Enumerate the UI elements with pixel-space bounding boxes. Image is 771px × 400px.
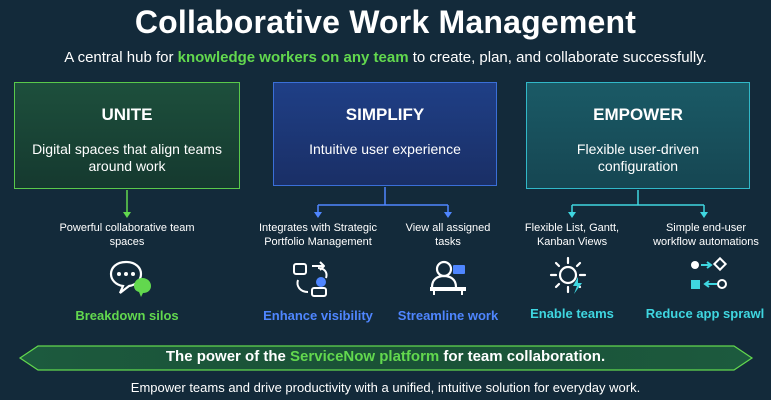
outcome-label: Enhance visibility <box>263 308 373 323</box>
sun-bolt-icon <box>549 256 587 294</box>
pillar-description: Intuitive user experience <box>309 141 461 157</box>
feature-label: Integrates with Strategic Portfolio Mana… <box>258 222 377 248</box>
banner-highlight: ServiceNow platform <box>290 348 440 365</box>
subtitle-post: to create, plan, and collaborate success… <box>408 49 707 66</box>
pillar-empower: EMPOWER Flexible user-driven configurati… <box>526 82 750 189</box>
banner-text: The power of the ServiceNow platform for… <box>0 348 771 365</box>
pillar-heading: EMPOWER <box>593 105 683 124</box>
feature-label: Simple end-user workflow automations <box>653 222 759 248</box>
sync-visibility-icon <box>293 261 328 297</box>
feature-label: Powerful collaborative team spaces <box>59 222 195 248</box>
outcome-label: Breakdown silos <box>75 308 179 323</box>
pillar-heading: UNITE <box>101 105 153 124</box>
banner-post: for team collaboration. <box>439 348 606 365</box>
footer-text: Empower teams and drive productivity wit… <box>130 380 641 395</box>
outcome-label: Streamline work <box>397 308 499 323</box>
feature-label: View all assigned tasks <box>405 222 491 248</box>
pillar-description: Flexible user-driven configuration <box>576 141 700 174</box>
pillar-description: Digital spaces that align teams around w… <box>32 141 222 174</box>
feature-label: Flexible List, Gantt, Kanban Views <box>524 222 620 248</box>
user-desk-icon <box>430 260 466 295</box>
pillar-simplify: SIMPLIFY Intuitive user experience <box>273 82 497 186</box>
subtitle-highlight: knowledge workers on any team <box>177 49 409 66</box>
subtitle-pre: A central hub for <box>64 49 178 66</box>
page-title: Collaborative Work Management <box>134 4 637 40</box>
chat-bubbles-icon <box>109 260 151 297</box>
outcome-label: Reduce app sprawl <box>645 306 765 321</box>
outcome-label: Enable teams <box>530 306 614 321</box>
page-subtitle: A central hub for knowledge workers on a… <box>0 49 771 66</box>
workflow-icon <box>691 256 728 289</box>
pillar-unite: UNITE Digital spaces that align teams ar… <box>14 82 240 189</box>
pillar-heading: SIMPLIFY <box>345 105 425 124</box>
banner-pre: The power of the <box>165 348 291 365</box>
